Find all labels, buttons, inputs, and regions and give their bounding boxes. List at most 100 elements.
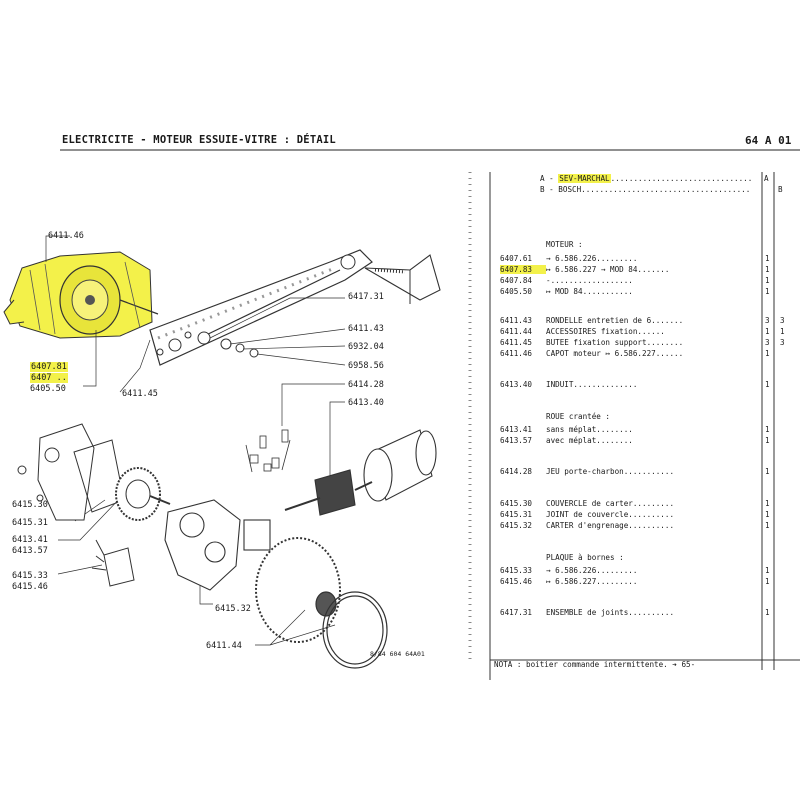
- callout-6413-57: 6413.57: [12, 546, 48, 556]
- parts-row: PLAQUE à bornes :: [500, 553, 624, 562]
- parts-row: 6405.50↦ MOD 84...........: [500, 287, 633, 296]
- parts-row: 6407.83↦ 6.586.227 → MOD 84.......: [500, 265, 669, 274]
- callout-6415-46: 6415.46: [12, 582, 48, 592]
- qty-a: 1: [765, 349, 770, 358]
- qty-a: 1: [765, 499, 770, 508]
- terminal-plate: [91, 539, 135, 587]
- part-ref: 6407.83: [500, 265, 546, 274]
- part-description: -..................: [546, 276, 633, 285]
- callout-6411-43: 6411.43: [348, 324, 384, 334]
- part-description: → 6.586.226.........: [546, 566, 638, 575]
- parts-row: 6415.30 COUVERCLE de carter.........: [500, 499, 674, 508]
- part-ref: 6415.32: [500, 521, 533, 530]
- callout-6415-32: 6415.32: [215, 604, 251, 614]
- callout-6411-45: 6411.45: [122, 389, 158, 399]
- qty-a: 1: [765, 577, 770, 586]
- qty-a: 1: [765, 436, 770, 445]
- part-ref: 6415.30: [500, 499, 533, 508]
- qty-a: 1: [765, 566, 770, 575]
- callout-6413-41: 6413.41: [12, 535, 48, 545]
- parts-row: 6415.46↦ 6.586.227.........: [500, 577, 637, 586]
- qty-b: 1: [780, 327, 785, 336]
- parts-row: MOTEUR :: [500, 240, 583, 249]
- page-title: ELECTRICITE - MOTEUR ESSUIE-VITRE : DÉTA…: [62, 134, 336, 146]
- parts-row: 6411.45 BUTEE fixation support........: [500, 338, 683, 347]
- page-reference: 64 A 01: [745, 134, 792, 147]
- part-description: COUVERCLE de carter.........: [546, 499, 675, 508]
- part-description: ENSEMBLE de joints..........: [546, 608, 675, 617]
- part-ref: 6413.41: [500, 425, 533, 434]
- qty-a: 1: [765, 380, 770, 389]
- supplier-a-name: SEV-MARCHAL: [558, 174, 611, 183]
- supplier-b-mark: B: [778, 185, 783, 194]
- qty-b: 3: [780, 338, 785, 347]
- callout-6415-30: 6415.30: [12, 500, 48, 510]
- part-description: → 6.586.226.........: [546, 254, 638, 263]
- qty-a: 3: [765, 338, 770, 347]
- supplier-b: B - BOSCH...............................…: [540, 185, 751, 194]
- qty-a: 1: [765, 287, 770, 296]
- callout-6414-28: 6414.28: [348, 380, 384, 390]
- qty-a: 1: [765, 265, 770, 274]
- part-description: ↦ MOD 84...........: [546, 287, 633, 296]
- part-ref: 6407.84: [500, 276, 533, 285]
- part-description: MOTEUR :: [546, 240, 583, 249]
- motor-assembly-highlighted: [3, 251, 159, 339]
- qty-a: 1: [765, 608, 770, 617]
- parts-row: 6413.40 INDUIT..............: [500, 380, 637, 389]
- supplier-a: A - SEV-MARCHAL.........................…: [540, 174, 753, 183]
- parts-row: 6415.33 → 6.586.226.........: [500, 566, 637, 575]
- qty-a: 1: [765, 254, 770, 263]
- callout-6405-50: 6405.50: [30, 384, 66, 394]
- parts-row: 6411.44 ACCESSOIRES fixation......: [500, 327, 665, 336]
- part-description: ↦ 6.586.227.........: [546, 577, 638, 586]
- part-description: BUTEE fixation support........: [546, 338, 684, 347]
- gear-cover: [17, 423, 125, 521]
- part-ref: 6414.28: [500, 467, 533, 476]
- part-ref: 6413.40: [500, 380, 533, 389]
- part-ref: 6415.33: [500, 566, 533, 575]
- part-ref: 6415.31: [500, 510, 533, 519]
- qty-a: 1: [765, 276, 770, 285]
- parts-row: ROUE crantée :: [500, 412, 610, 421]
- part-ref: 6411.45: [500, 338, 533, 347]
- callout-6407-81: 6407.81: [30, 362, 68, 372]
- part-description: ACCESSOIRES fixation......: [546, 327, 665, 336]
- callout-6958-56: 6958.56: [348, 361, 384, 371]
- part-description: JOINT de couvercle..........: [546, 510, 675, 519]
- callout-6415-33: 6415.33: [12, 571, 48, 581]
- part-description: avec méplat........: [546, 436, 633, 445]
- part-description: ROUE crantée :: [546, 412, 611, 421]
- parts-row: 6417.31 ENSEMBLE de joints..........: [500, 608, 674, 617]
- joint-set: [255, 537, 388, 669]
- brush-holder-set: [245, 429, 291, 473]
- qty-a: 1: [765, 510, 770, 519]
- qty-a: 3: [765, 316, 770, 325]
- part-ref: 6411.44: [500, 327, 533, 336]
- callout-6413-40: 6413.40: [348, 398, 384, 408]
- part-description: ↦ 6.586.227 → MOD 84.......: [546, 265, 670, 274]
- armature: [243, 429, 437, 551]
- parts-row: 6415.31 JOINT de couvercle..........: [500, 510, 674, 519]
- leader-lines: [45, 235, 346, 646]
- callout-6417-31: 6417.31: [348, 292, 384, 302]
- supplier-a-mark: A: [764, 174, 769, 183]
- callout-6411-46: 6411.46: [48, 231, 84, 241]
- part-description: CAPOT moteur ↦ 6.586.227......: [546, 349, 684, 358]
- callout-6415-31: 6415.31: [12, 518, 48, 528]
- qty-a: 1: [765, 327, 770, 336]
- part-description: PLAQUE à bornes :: [546, 553, 624, 562]
- footnote: NOTA : boitier commande intermittente. ➔…: [494, 660, 696, 669]
- qty-b: 3: [780, 316, 785, 325]
- part-ref: 6417.31: [500, 608, 533, 617]
- qty-a: 1: [765, 521, 770, 530]
- parts-row: 6407.61 → 6.586.226.........: [500, 254, 637, 263]
- part-ref: 6407.61: [500, 254, 533, 263]
- part-description: INDUIT..............: [546, 380, 638, 389]
